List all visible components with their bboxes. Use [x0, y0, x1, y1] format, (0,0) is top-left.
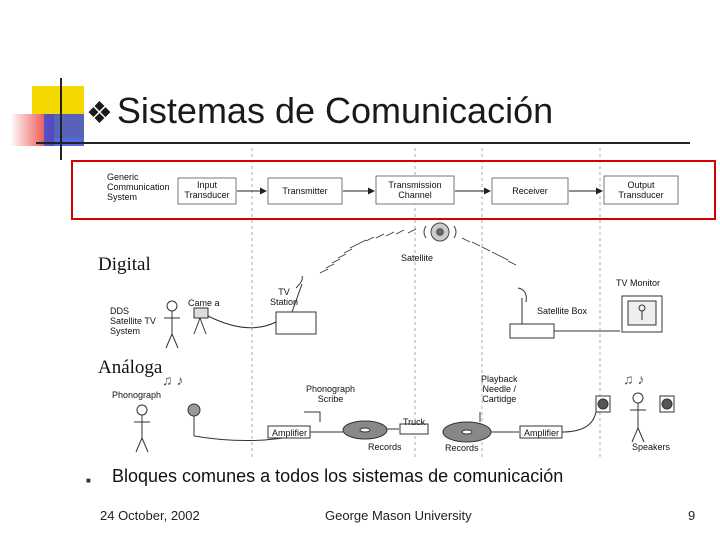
decor-vertical-line — [60, 78, 62, 160]
speakers-label: Speakers — [632, 442, 671, 452]
decor-blue-square — [44, 114, 84, 146]
satellite-box-icon — [509, 287, 620, 339]
generic-system-label: Generic Communication System — [107, 172, 170, 202]
footer-university: George Mason University — [325, 508, 472, 523]
tv-monitor-icon — [621, 295, 663, 333]
svg-text:♫ ♪: ♫ ♪ — [162, 372, 183, 388]
channel-box — [375, 175, 455, 205]
camera-label: Came a — [188, 298, 220, 308]
footer-date: 24 October, 2002 — [100, 508, 200, 523]
output-transducer-label: Output Transducer — [618, 180, 664, 200]
channel-label: Transmission Channel — [388, 180, 442, 200]
satellite-box-label: Satellite Box — [537, 306, 588, 316]
tv-monitor-label: TV Monitor — [616, 278, 661, 288]
receiver-box — [491, 177, 569, 205]
camera-person-icon — [164, 300, 277, 349]
phonograph-scribe-label: Phonograph Scribe — [306, 384, 356, 404]
title-bullet-icon: ❖ — [86, 97, 113, 130]
amplifier-left-label: Amplifier — [272, 428, 308, 438]
decor-horizontal-line — [36, 142, 690, 144]
digital-label: Digital — [98, 254, 151, 275]
svg-text:♫ ♪: ♫ ♪ — [623, 371, 644, 387]
footer-page-number: 9 — [688, 508, 696, 523]
tv-station-label: TV Station — [270, 287, 299, 307]
communication-diagram: ♫ ♪ ♫ ♪ — [134, 148, 679, 458]
satellite-label: Satellite — [401, 253, 434, 263]
analog-label: Análoga — [98, 357, 163, 378]
bullet-marker-icon: ■ — [86, 476, 91, 485]
records-left-label: Records — [368, 442, 402, 452]
dds-label: DDS Satellite TV System — [110, 306, 156, 336]
tv-station-icon — [275, 275, 317, 335]
receiver-label: Receiver — [512, 186, 548, 196]
output-transducer-box — [603, 175, 679, 205]
transmitter-box — [267, 177, 343, 205]
phonograph-label: Phonograph — [112, 390, 162, 400]
satellite-icon — [423, 222, 457, 242]
records-right-label: Records — [445, 443, 479, 453]
records-icon — [342, 420, 492, 443]
page-title: ❖Sistemas de Comunicación — [86, 90, 554, 131]
generic-chain-highlight — [71, 160, 716, 220]
truck-label: Truck — [403, 417, 426, 427]
bullet-text: Bloques comunes a todos los sistemas de … — [112, 466, 564, 486]
playback-label: Playback Needle / Cartidge — [481, 374, 518, 404]
transmitter-label: Transmitter — [282, 186, 328, 196]
input-transducer-box — [177, 177, 237, 205]
amplifier-right-label: Amplifier — [524, 428, 560, 438]
input-transducer-label: Input Transducer — [184, 180, 230, 200]
phonograph-person-icon: ♫ ♪ — [134, 372, 305, 453]
speakers-icon: ♫ ♪ — [561, 371, 675, 443]
